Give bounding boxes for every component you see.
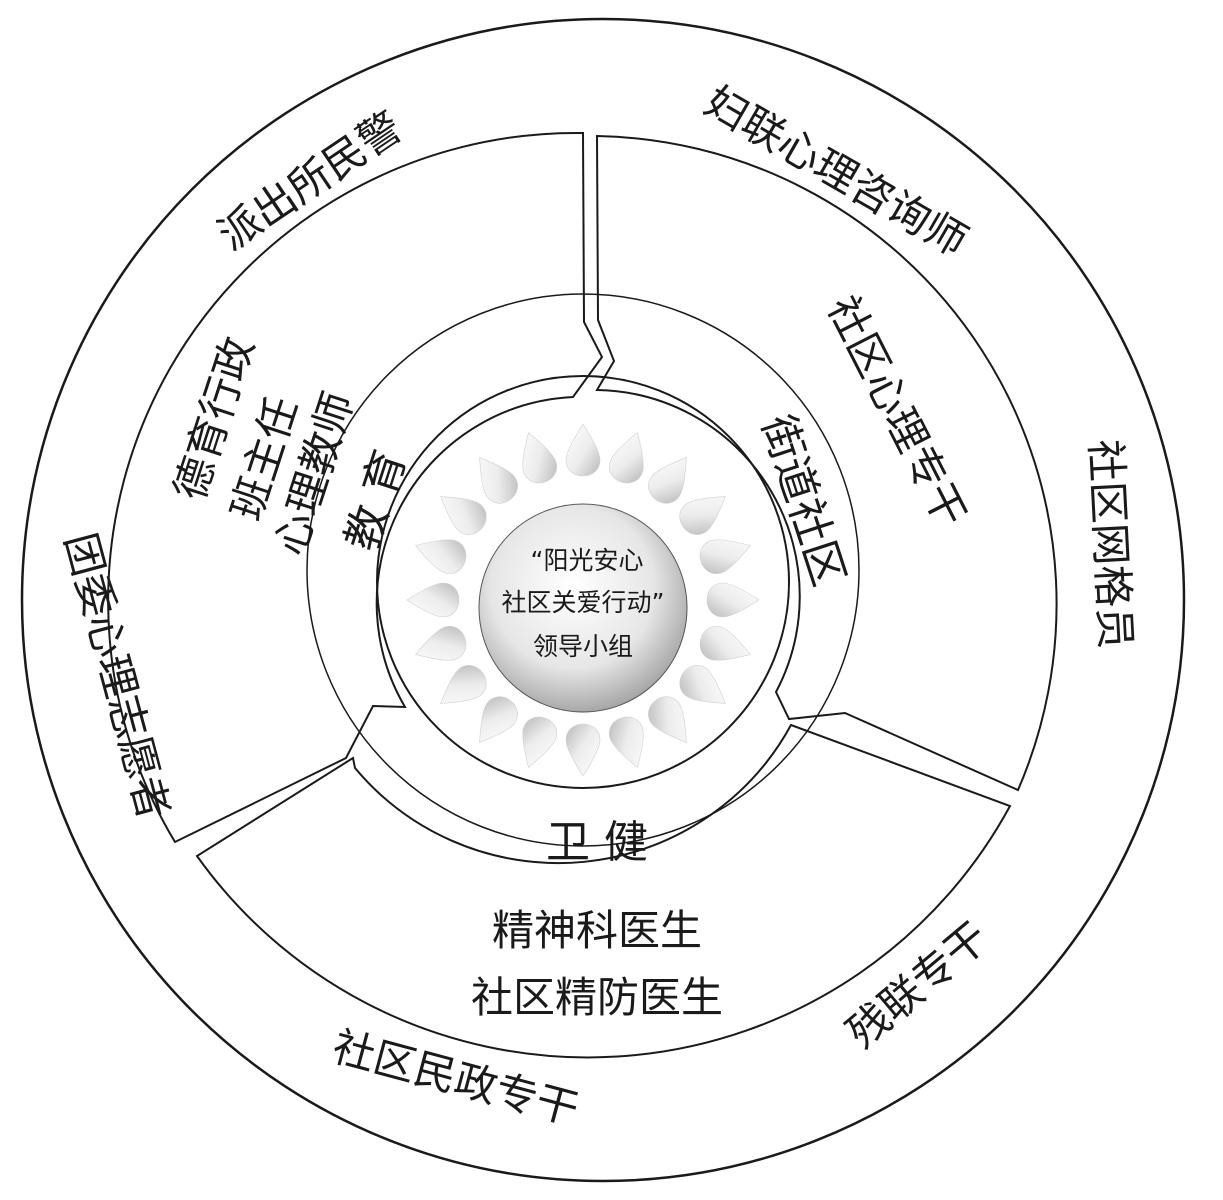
petal-ring (406, 423, 760, 777)
street-role-line1: 社区心理专干 (818, 288, 976, 535)
petal-shape (648, 696, 687, 743)
segment-label-health: 卫 健 (546, 817, 648, 868)
center-title-line2: 社区关爱行动” (502, 588, 665, 617)
segment-panel-health (195, 723, 1012, 1059)
petal-shape (565, 723, 601, 777)
outer-label-police: 派出所民警 (209, 102, 411, 260)
petal-shape (440, 665, 487, 704)
petal-shape (522, 432, 557, 484)
petal-shape (522, 716, 557, 768)
outer-label-disabled-federation: 残联专干 (838, 912, 998, 1058)
inner-ring (376, 375, 790, 789)
segment-panel-street (595, 134, 1058, 792)
petal-shape (699, 539, 751, 574)
petal-shape (565, 423, 601, 477)
segment-label-street: 街道社区 (751, 409, 854, 592)
outer-ring (20, 17, 1186, 1183)
petal-shape (609, 716, 644, 768)
outer-label-youth-volunteer: 团委心理志愿者 (55, 528, 178, 825)
center-title-line3: 领导小组 (533, 632, 633, 661)
petal-shape (406, 582, 460, 618)
petal-shape (699, 626, 751, 661)
petal-shape (648, 457, 687, 504)
health-role-line1: 精神科医生 (492, 906, 702, 955)
petal-shape (609, 432, 644, 484)
petal-shape (440, 496, 487, 535)
center-disc (478, 503, 688, 713)
petal-shape (479, 696, 518, 743)
health-role-line2: 社区精防医生 (471, 973, 723, 1022)
outer-label-grid-worker: 社区网格员 (1081, 438, 1141, 650)
middle-ring (306, 293, 860, 847)
petal-shape (415, 539, 467, 574)
outer-label-women-federation: 妇联心理咨询师 (697, 77, 976, 266)
petal-shape (706, 582, 760, 618)
petal-shape (415, 626, 467, 661)
petal-shape (679, 665, 726, 704)
petal-shape (479, 457, 518, 504)
center-title-line1: “阳光安心 (531, 546, 644, 575)
segment-panel-education (107, 131, 604, 844)
petal-shape (679, 496, 726, 535)
